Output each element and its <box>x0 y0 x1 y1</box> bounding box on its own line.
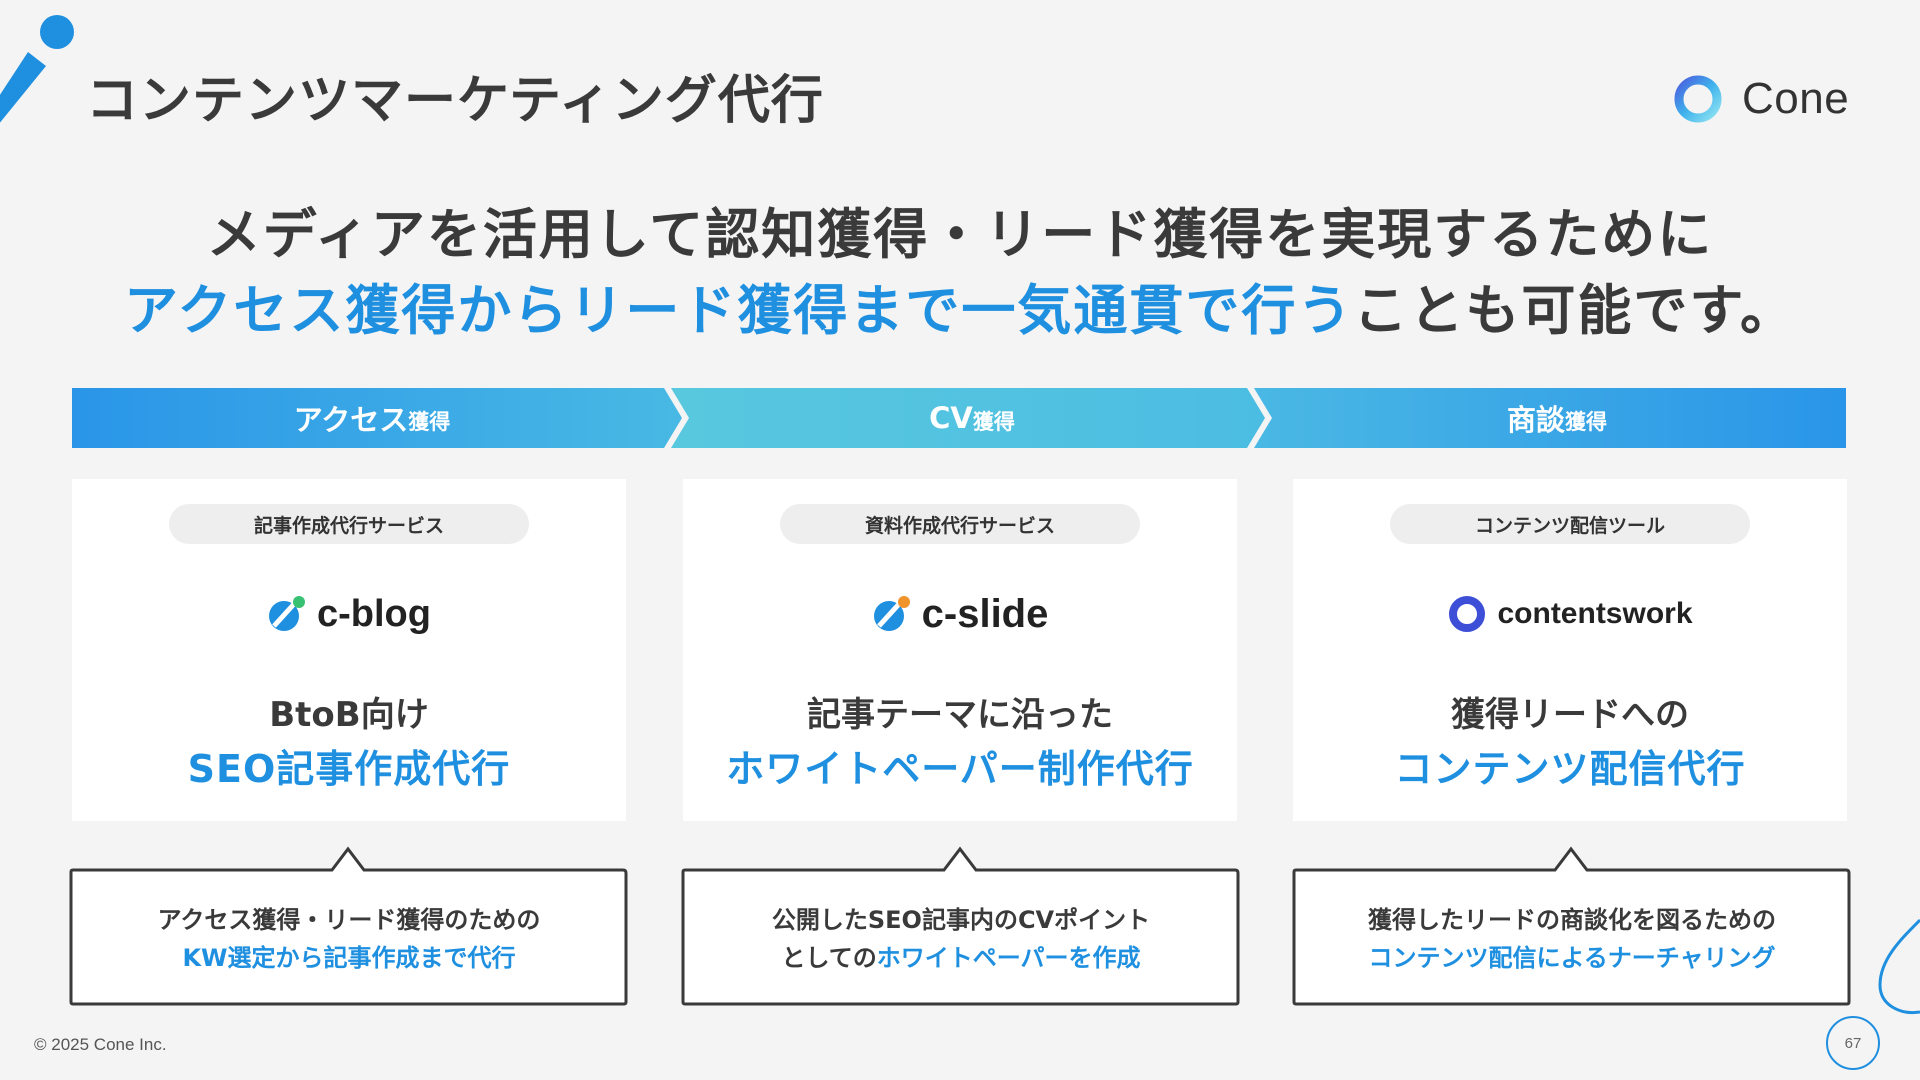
contentswork-logo: contentswork <box>1293 589 1847 639</box>
decorative-corner-shape <box>0 15 74 123</box>
c-blog-logo-icon <box>269 596 305 631</box>
flow-label-meeting: 商談獲得 <box>1506 403 1607 437</box>
c-slide-logo-icon <box>873 596 910 631</box>
flow-arrows <box>72 388 1846 448</box>
page-title: コンテンツマーケティング代行 <box>86 71 824 131</box>
decorative-corner-shape <box>1878 918 1920 1015</box>
service-card-contentswork: コンテンツ配信ツール contentswork 獲得リードへの コンテンツ配信代… <box>1293 479 1847 821</box>
headline-highlight: アクセス獲得からリード獲得まで一気通貫で行う <box>124 279 1354 342</box>
brand-name: Cone <box>1742 74 1850 123</box>
page-number: 67 <box>1826 1016 1880 1070</box>
card-service-name: コンテンツ配信代行 <box>1394 747 1746 791</box>
callout-box-1: アクセス獲得・リード獲得のための KW選定から記事作成まで代行 <box>68 846 630 1006</box>
cone-logo-icon <box>1674 75 1722 123</box>
service-category-badge: 記事作成代行サービス <box>169 504 529 544</box>
callout-frame <box>69 846 628 1006</box>
copyright-text: © 2025 Cone Inc. <box>34 1035 167 1054</box>
callout-box-2: 公開したSEO記事内のCVポイント としてのホワイトペーパーを作成 <box>680 846 1242 1006</box>
service-card-c-slide: 資料作成代行サービス c-slide 記事テーマに沿った ホワイトペーパー制作代… <box>683 479 1237 821</box>
flow-label-access: アクセス獲得 <box>293 403 451 437</box>
headline-line-1: メディアを活用して認知獲得・リード獲得を実現するために <box>206 203 1714 266</box>
callout-text: 公開したSEO記事内のCVポイント としてのホワイトペーパーを作成 <box>771 906 1151 972</box>
c-blog-logo: c-blog <box>72 589 626 639</box>
callout-box-3: 獲得したリードの商談化を図るための コンテンツ配信によるナーチャリング <box>1291 846 1853 1006</box>
service-category-badge: コンテンツ配信ツール <box>1390 504 1750 544</box>
callout-frame <box>681 846 1240 1006</box>
brand-logo: Cone <box>1672 70 1849 128</box>
card-service-name: ホワイトペーパー制作代行 <box>726 747 1194 791</box>
card-service-name: SEO記事作成代行 <box>187 747 511 791</box>
flow-segment-3 <box>1254 388 1846 448</box>
callout-text: 獲得したリードの商談化を図るための コンテンツ配信によるナーチャリング <box>1368 906 1776 972</box>
c-slide-logo: c-slide <box>683 589 1237 639</box>
service-card-c-blog: 記事作成代行サービス c-blog BtoB向け SEO記事作成代行 <box>72 479 626 821</box>
headline-line-2: アクセス獲得からリード獲得まで一気通貫で行うことも可能です。 <box>0 266 1920 345</box>
contentswork-logo-icon <box>1449 596 1486 632</box>
card-subtitle: BtoB向け <box>269 695 429 735</box>
flow-segment-1 <box>72 388 682 448</box>
card-subtitle: 記事テーマに沿った <box>807 695 1113 735</box>
callout-frame <box>1292 846 1851 1006</box>
flow-segment-2 <box>671 388 1265 448</box>
headline-rest: ことも可能です。 <box>1353 279 1796 342</box>
card-subtitle: 獲得リードへの <box>1451 695 1689 735</box>
service-category-badge: 資料作成代行サービス <box>780 504 1140 544</box>
callout-text: アクセス獲得・リード獲得のための KW選定から記事作成まで代行 <box>157 906 541 972</box>
